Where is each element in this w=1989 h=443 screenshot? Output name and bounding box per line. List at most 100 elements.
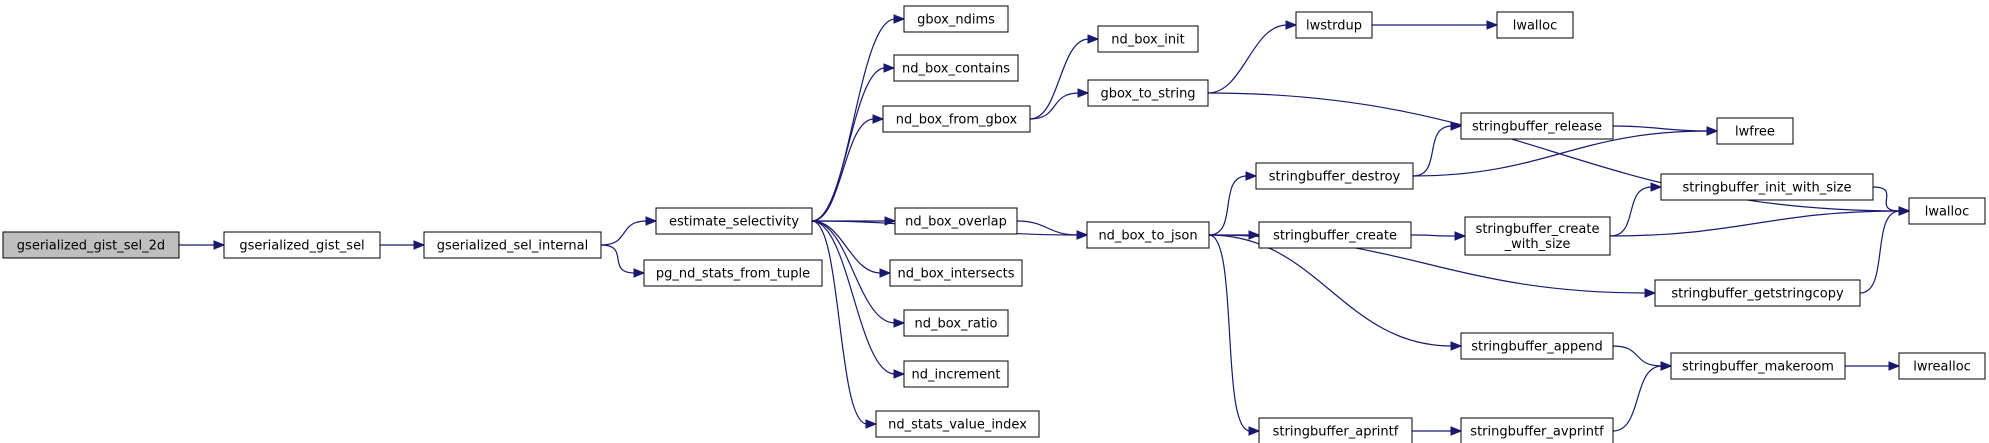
- edge-line: [600, 220, 648, 246]
- edge-line: [811, 220, 896, 324]
- node-box: [1496, 11, 1574, 39]
- function-node-stringbuffer-avprintf[interactable]: stringbuffer_avprintf: [1460, 417, 1614, 443]
- arrowhead: [884, 216, 897, 226]
- edge-line: [811, 67, 886, 222]
- node-label: lwstrdup: [1306, 19, 1362, 34]
- edge-sbcws-to-lwalloc2: [1609, 206, 1911, 237]
- function-node-stringbuffer-makeroom[interactable]: stringbuffer_makeroom: [1670, 352, 1846, 380]
- function-node-lwstrdup[interactable]: lwstrdup: [1295, 11, 1373, 39]
- arrowhead: [1486, 20, 1499, 30]
- arrowhead: [645, 216, 658, 226]
- node-label: nd_box_overlap: [905, 215, 1007, 230]
- arrowhead: [893, 318, 906, 328]
- function-node-lwrealloc[interactable]: lwrealloc: [1898, 352, 1986, 380]
- function-node-nd-box-ratio[interactable]: nd_box_ratio: [903, 309, 1009, 337]
- edge-line: [1029, 92, 1080, 120]
- edge-sbrel-to-lwfree: [1612, 125, 1719, 136]
- edge-line: [1609, 186, 1653, 237]
- arrowhead: [893, 369, 906, 379]
- function-node-nd-box-from-gbox[interactable]: nd_box_from_gbox: [882, 105, 1031, 133]
- edge-ndbfg-to-ndbinit: [1029, 34, 1100, 120]
- edge-ndbtj-to-sba: [1208, 234, 1463, 351]
- function-node-nd-box-intersects[interactable]: nd_box_intersects: [889, 259, 1023, 287]
- function-node-lwfree[interactable]: lwfree: [1716, 117, 1794, 145]
- edge-line: [1612, 125, 1709, 132]
- arrowhead: [865, 419, 878, 429]
- arrowhead: [872, 114, 885, 124]
- edge-es-to-ndbr: [811, 220, 906, 328]
- function-node-gbox-to-string[interactable]: gbox_to_string: [1087, 79, 1209, 107]
- node-box: [893, 54, 1019, 82]
- node-label: pg_nd_stats_from_tuple: [656, 267, 810, 282]
- function-node-lwalloc[interactable]: lwalloc: [1908, 197, 1986, 225]
- edge-es-to-ndinc: [811, 220, 906, 379]
- node-label: gserialized_gist_sel_2d: [17, 239, 165, 254]
- function-node-nd-increment[interactable]: nd_increment: [903, 360, 1009, 388]
- edge-gsi-to-pgnd: [600, 244, 646, 278]
- node-label: gbox_ndims: [917, 13, 995, 28]
- edge-es-to-ndbi: [811, 220, 892, 278]
- node-label: lwalloc: [1513, 19, 1558, 34]
- arrowhead: [893, 14, 906, 24]
- node-label: stringbuffer_create: [1476, 222, 1600, 237]
- function-node-stringbuffer-release[interactable]: stringbuffer_release: [1460, 112, 1614, 140]
- function-node-stringbuffer-create-with-size[interactable]: stringbuffer_create_with_size: [1464, 216, 1611, 256]
- edge-es-to-ndbo: [812, 216, 897, 226]
- function-node-stringbuffer-init-with-size[interactable]: stringbuffer_init_with_size: [1660, 173, 1874, 201]
- function-nodes: gserialized_gist_sel_2d gserialized_gist_…: [2, 5, 1986, 443]
- function-node-stringbuffer-getstringcopy[interactable]: stringbuffer_getstringcopy: [1654, 279, 1861, 307]
- edge-line: [1412, 130, 1709, 177]
- function-node-lwalloc[interactable]: lwalloc: [1496, 11, 1574, 39]
- edge-line: [811, 220, 868, 425]
- edge-line: [1208, 175, 1248, 236]
- node-label: gbox_to_string: [1100, 87, 1195, 102]
- node-box: [1295, 11, 1373, 39]
- node-box: [875, 410, 1040, 438]
- function-node-gbox-ndims[interactable]: gbox_ndims: [903, 5, 1009, 33]
- edge-sbd-to-sbrel: [1412, 121, 1463, 177]
- edge-line: [811, 220, 896, 375]
- function-node-nd-box-init[interactable]: nd_box_init: [1097, 25, 1199, 53]
- node-label: lwrealloc: [1913, 360, 1971, 375]
- edge-line: [1412, 125, 1453, 177]
- edge-gsgs-to-gsi: [380, 240, 426, 250]
- function-node-estimate-selectivity[interactable]: estimate_selectivity: [655, 207, 813, 235]
- function-node-stringbuffer-append[interactable]: stringbuffer_append: [1460, 332, 1614, 360]
- node-label: stringbuffer_release: [1472, 120, 1602, 135]
- node-box: [223, 231, 381, 259]
- function-node-nd-stats-value-index[interactable]: nd_stats_value_index: [875, 410, 1040, 438]
- edge-ndbo-to-ndbtj: [1016, 220, 1089, 240]
- function-node-gserialized-sel-internal[interactable]: gserialized_sel_internal: [423, 231, 602, 259]
- edge-line: [1410, 234, 1457, 237]
- edge-line: [1612, 345, 1663, 367]
- arrowhead: [1454, 231, 1467, 241]
- node-box: [1908, 197, 1986, 225]
- edge-sbap-to-sbavp: [1412, 426, 1463, 436]
- node-box: [655, 207, 813, 235]
- node-label: nd_box_from_gbox: [896, 113, 1018, 128]
- edge-ndbtj-to-sbap: [1208, 234, 1261, 436]
- function-node-stringbuffer-create[interactable]: stringbuffer_create: [1258, 221, 1412, 249]
- edge-ndbtj-to-sbd: [1208, 171, 1258, 236]
- node-label: stringbuffer_getstringcopy: [1671, 287, 1844, 302]
- node-label: nd_box_intersects: [897, 267, 1014, 282]
- function-node-stringbuffer-destroy[interactable]: stringbuffer_destroy: [1255, 162, 1414, 190]
- node-label: gserialized_sel_internal: [437, 239, 589, 254]
- function-node-nd-box-overlap[interactable]: nd_box_overlap: [894, 207, 1018, 235]
- function-node-nd-box-to-json[interactable]: nd_box_to_json: [1086, 221, 1210, 249]
- edge-es-to-ndbfg: [811, 114, 885, 222]
- function-node-stringbuffer-aprintf[interactable]: stringbuffer_aprintf: [1258, 417, 1413, 443]
- function-node-gserialized-gist-sel[interactable]: gserialized_gist_sel: [223, 231, 381, 259]
- node-box: [1464, 216, 1611, 256]
- function-node-pg-nd-stats-from-tuple[interactable]: pg_nd_stats_from_tuple: [643, 259, 823, 287]
- function-node-nd-box-contains[interactable]: nd_box_contains: [893, 54, 1019, 82]
- arrowhead: [1076, 230, 1089, 240]
- function-node-gserialized-gist-sel-2d[interactable]: gserialized_gist_sel_2d: [2, 231, 180, 259]
- edge-gts-to-lwstrdup: [1207, 20, 1298, 94]
- node-label: stringbuffer_append: [1471, 340, 1603, 355]
- node-box: [1654, 279, 1861, 307]
- call-edges: [179, 14, 1911, 436]
- node-box: [643, 259, 823, 287]
- edge-gsi-to-es: [600, 216, 658, 246]
- node-box: [423, 231, 602, 259]
